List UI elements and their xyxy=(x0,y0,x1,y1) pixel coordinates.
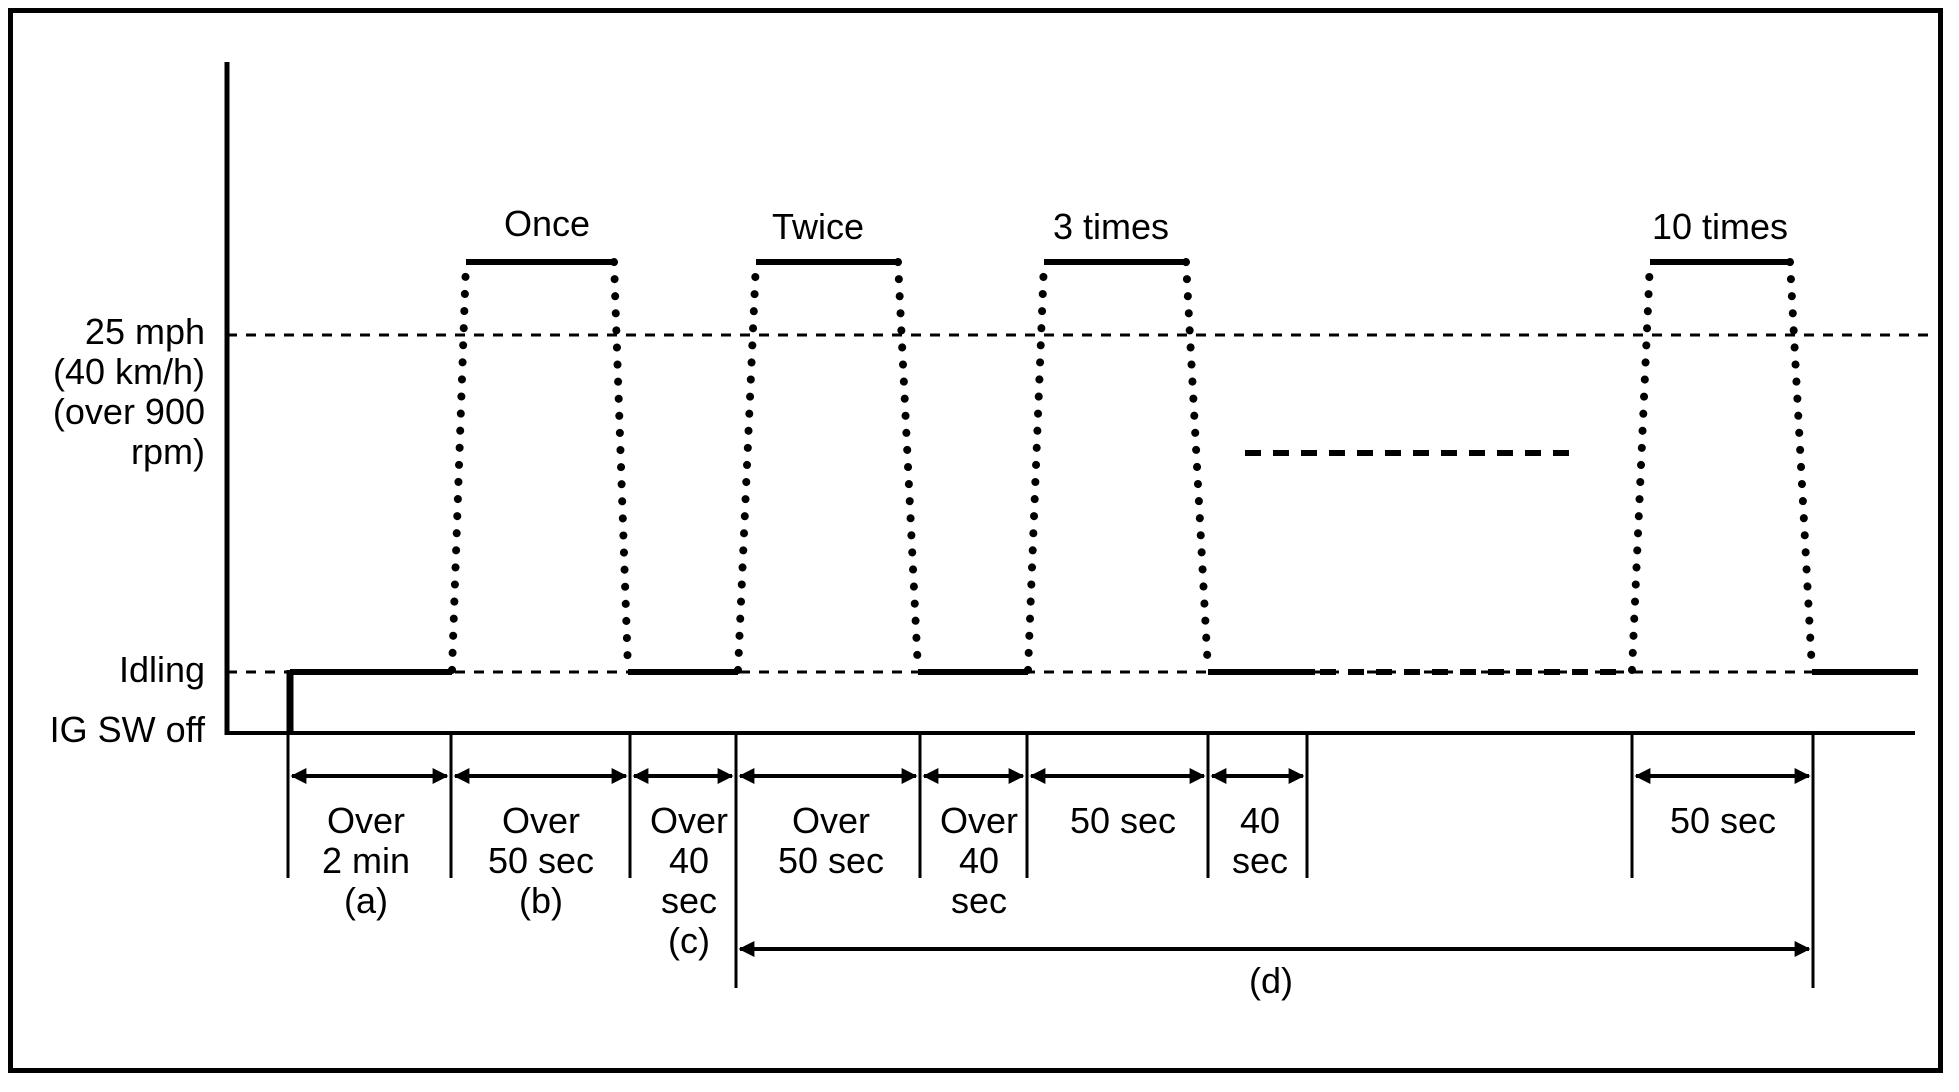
interval-a-line1: Over xyxy=(327,800,405,841)
interval-d2-line2: 40 xyxy=(959,840,999,881)
y-label-speed-2: (40 km/h) xyxy=(53,351,205,392)
interval-d3-line1: 50 sec xyxy=(1070,800,1176,841)
pulse-10times-fall xyxy=(1786,258,1816,674)
pulse-3times-rise xyxy=(1024,258,1048,674)
diagram-frame xyxy=(8,8,1943,1073)
y-label-idling: Idling xyxy=(119,649,205,690)
interval-c-line2: 40 xyxy=(669,840,709,881)
interval-a-line2: 2 min xyxy=(322,840,410,881)
label-10-times: 10 times xyxy=(1652,206,1788,247)
y-label-ig-sw-off: IG SW off xyxy=(50,709,206,750)
interval-d1-line2: 50 sec xyxy=(778,840,884,881)
interval-d1-line1: Over xyxy=(792,800,870,841)
interval-d-label: (d) xyxy=(1249,960,1293,1001)
pulse-10times-rise xyxy=(1628,258,1654,674)
pulse-once-fall xyxy=(610,258,632,674)
pulse-twice-rise xyxy=(734,258,760,674)
y-label-speed-4: rpm) xyxy=(131,431,205,472)
interval-c-line1: Over xyxy=(650,800,728,841)
interval-d5-line1: 50 sec xyxy=(1670,800,1776,841)
interval-b-line1: Over xyxy=(502,800,580,841)
interval-a-label: (a) xyxy=(344,880,388,921)
interval-b-label: (b) xyxy=(519,880,563,921)
y-label-speed-1: 25 mph xyxy=(85,311,205,352)
interval-d2-line1: Over xyxy=(940,800,1018,841)
interval-c-label: (c) xyxy=(668,920,710,961)
interval-b-line2: 50 sec xyxy=(488,840,594,881)
pulse-3times-fall xyxy=(1182,258,1212,674)
y-label-speed-3: (over 900 xyxy=(53,391,205,432)
interval-d4-line2: sec xyxy=(1232,840,1288,881)
label-3-times: 3 times xyxy=(1053,206,1169,247)
interval-d2-line3: sec xyxy=(951,880,1007,921)
interval-c-line3: sec xyxy=(661,880,717,921)
pulse-twice-fall xyxy=(894,258,922,674)
label-twice: Twice xyxy=(772,206,864,247)
pulse-once-rise xyxy=(448,258,470,674)
interval-d4-line1: 40 xyxy=(1240,800,1280,841)
label-once: Once xyxy=(504,203,590,244)
